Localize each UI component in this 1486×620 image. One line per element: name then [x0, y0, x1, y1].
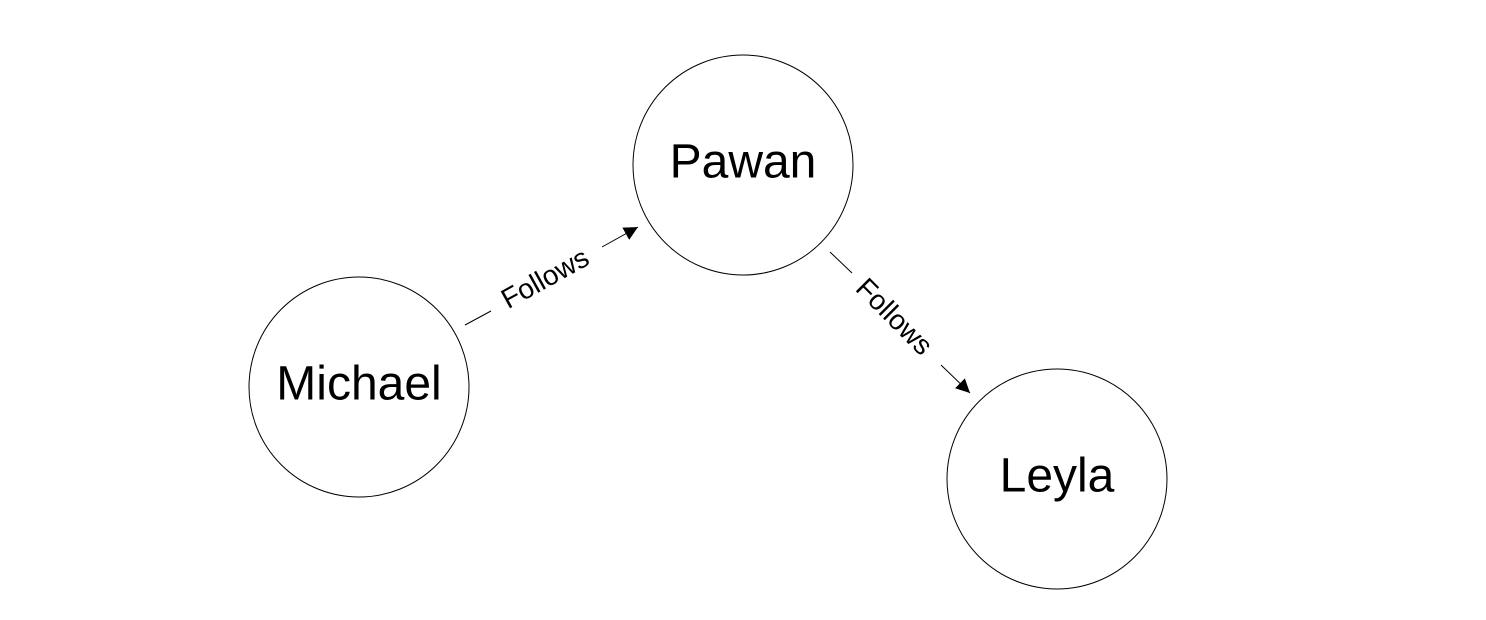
node-label-michael: Michael — [276, 358, 441, 411]
node-pawan: Pawan — [632, 54, 854, 276]
edge-michael-follows-pawan: Follows — [464, 226, 639, 326]
edge-pawan-follows-leyla: Follows — [829, 251, 971, 394]
node-label-leyla: Leyla — [1000, 450, 1115, 503]
edge-label-michael-pawan: Follows — [496, 242, 594, 315]
node-michael: Michael — [248, 276, 470, 498]
node-label-pawan: Pawan — [670, 136, 817, 189]
edge-label-pawan-leyla: Follows — [850, 272, 939, 361]
edge-line-segment — [464, 310, 492, 326]
edge-arrow — [601, 226, 639, 248]
node-leyla: Leyla — [946, 368, 1168, 590]
node-circle — [248, 276, 470, 498]
edge-line-segment — [829, 251, 853, 274]
node-circle — [632, 54, 854, 276]
node-circle — [946, 368, 1168, 590]
edge-arrow — [940, 364, 971, 394]
